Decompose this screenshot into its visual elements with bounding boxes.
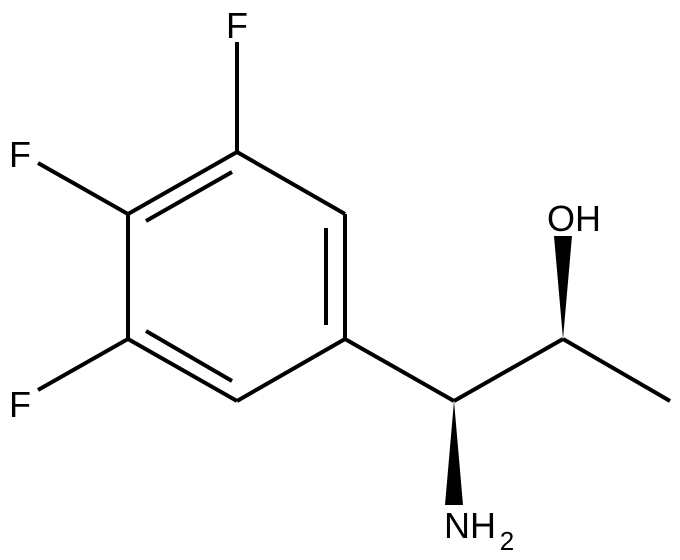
- atom-label-f-top: F: [226, 5, 248, 46]
- atom-label-f-bottom: F: [9, 384, 31, 425]
- wedge-bond-to-nh2: [445, 401, 463, 505]
- bond-ring-to-chiral-c1: [344, 337, 455, 403]
- bond-c-f-mid: [37, 161, 129, 216]
- atom-label-f-mid: F: [9, 134, 31, 175]
- bond-c2-methyl: [561, 337, 672, 403]
- bond-c1-c2: [453, 337, 564, 403]
- atom-label-hydroxyl: OH: [547, 198, 601, 239]
- ring-bond-c6-c1: [236, 150, 346, 216]
- atom-label-amine: NH: [444, 505, 496, 546]
- ring-double-bond-inner-bottom: [144, 329, 234, 383]
- ring-bond-c4-c5: [236, 337, 346, 403]
- ring-bond-c3-c4: [127, 337, 238, 403]
- ring-bond-c1-c2: [127, 150, 238, 216]
- wedge-bond-to-oh: [554, 236, 572, 339]
- bond-c-f-bottom: [37, 337, 129, 392]
- ring-double-bond-inner-top: [145, 170, 233, 223]
- atom-label-amine-subscript: 2: [500, 526, 514, 556]
